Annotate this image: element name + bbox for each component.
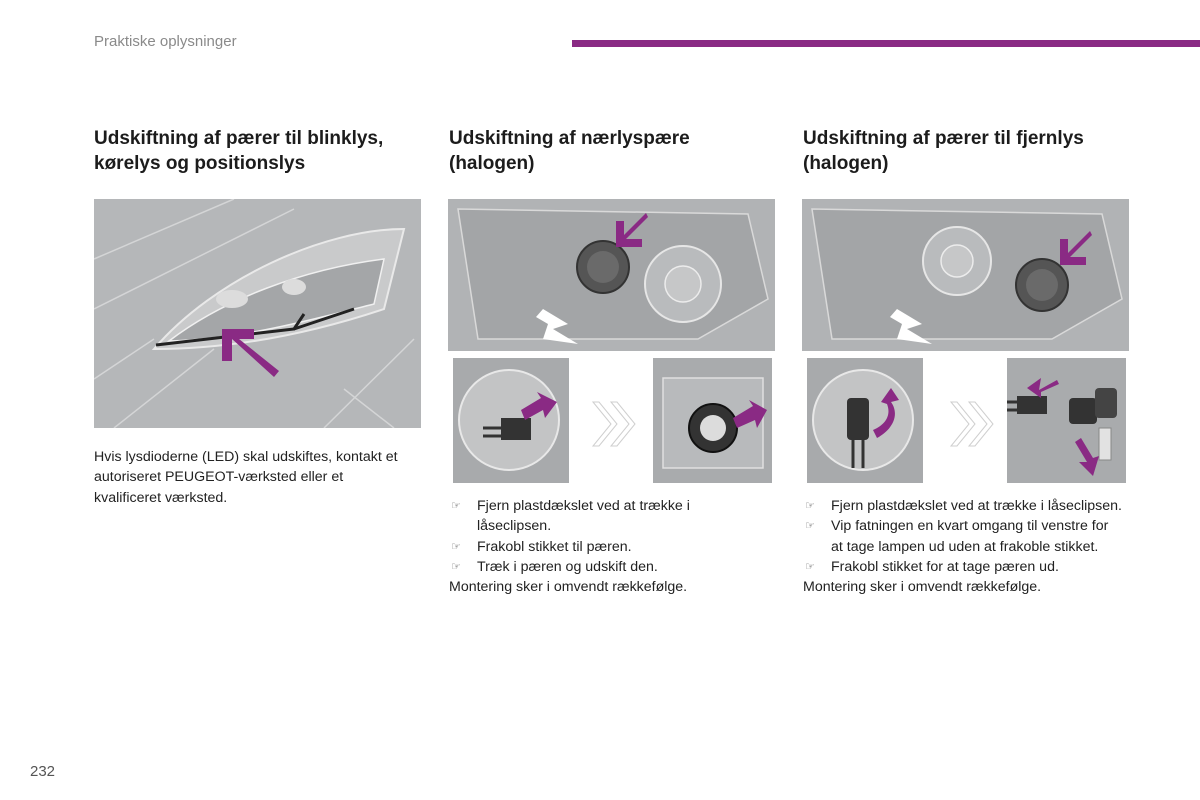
column-indicator-lights: Udskiftning af pærer til blinklys, kørel…	[94, 126, 424, 176]
unplug-illustration	[1007, 358, 1126, 483]
arrow-icon	[1075, 438, 1099, 476]
column-main-beam: Udskiftning af pærer til fjernlys (halog…	[803, 126, 1133, 176]
arrow-icon	[616, 213, 648, 247]
led-note: Hvis lysdioderne (LED) skal udskiftes, k…	[94, 449, 398, 506]
connector-illustration	[458, 369, 560, 471]
pointing-hand-icon: ☞	[451, 500, 461, 512]
step-item: ☞Fjern plastdækslet ved at trække i låse…	[451, 498, 690, 535]
arrow-icon	[733, 400, 767, 428]
figure-indicator-lamp	[94, 199, 421, 428]
arrow-icon	[1027, 378, 1059, 398]
steps-list: ☞Fjern plastdækslet ved at trække i låse…	[803, 496, 1123, 577]
step-item: ☞Vip fatningen en kvart omgang til venst…	[805, 518, 1109, 555]
dipped-beam-instructions: ☞Fjern plastdækslet ved at trække i låse…	[449, 496, 749, 597]
column-title: Udskiftning af pærer til fjernlys (halog…	[803, 128, 1084, 174]
headlamp-illustration-2	[448, 199, 775, 351]
step-item: ☞Frakobl stikket for at tage pæren ud.	[803, 557, 1123, 577]
step-item: ☞Frakobl stikket til pæren.	[449, 537, 749, 557]
section-accent-bar	[572, 40, 1200, 47]
double-chevron-icon	[949, 401, 994, 447]
bulb-illustration	[653, 358, 772, 483]
headlamp-illustration-1	[94, 199, 421, 428]
pointing-hand-icon: ☞	[805, 560, 815, 573]
headlamp-illustration-3	[802, 199, 1129, 351]
double-chevron-icon	[591, 401, 636, 447]
figure-main-beam	[802, 199, 1129, 487]
arrow-icon	[1060, 231, 1092, 265]
detail-panel-socket	[804, 355, 926, 486]
detail-panel-connector	[450, 355, 572, 486]
closing-note: Montering sker i omvendt rækkefølge.	[803, 579, 1042, 596]
column-dipped-beam: Udskiftning af nærlyspære (halogen)	[449, 126, 749, 176]
closing-note: Montering sker i omvendt rækkefølge.	[449, 579, 688, 596]
detail-panel-unplug	[1004, 355, 1129, 486]
pointing-hand-icon: ☞	[451, 560, 461, 573]
pointer-icon	[890, 309, 932, 344]
main-beam-instructions: ☞Fjern plastdækslet ved at trække i låse…	[803, 496, 1123, 597]
detail-panel-bulb	[650, 355, 775, 486]
figure-dipped-beam	[448, 199, 775, 487]
socket-illustration	[812, 369, 914, 471]
pointing-hand-icon: ☞	[451, 540, 461, 553]
pointing-hand-icon: ☞	[805, 520, 815, 533]
rotate-arrow-icon	[873, 388, 899, 438]
column-title: Udskiftning af pærer til blinklys, kørel…	[94, 128, 384, 174]
section-label: Praktiske oplysninger	[94, 33, 237, 50]
pointing-hand-icon: ☞	[805, 500, 815, 512]
arrow-icon	[521, 392, 557, 420]
column-title: Udskiftning af nærlyspære (halogen)	[449, 128, 690, 174]
step-item: ☞Fjern plastdækslet ved at trække i låse…	[803, 496, 1123, 516]
pointer-icon	[536, 309, 578, 344]
page-number: 232	[30, 763, 56, 780]
steps-list: ☞Fjern plastdækslet ved at trække i låse…	[449, 496, 749, 577]
step-item: ☞Træk i pæren og udskift den.	[449, 557, 749, 577]
arrow-icon	[222, 329, 279, 377]
